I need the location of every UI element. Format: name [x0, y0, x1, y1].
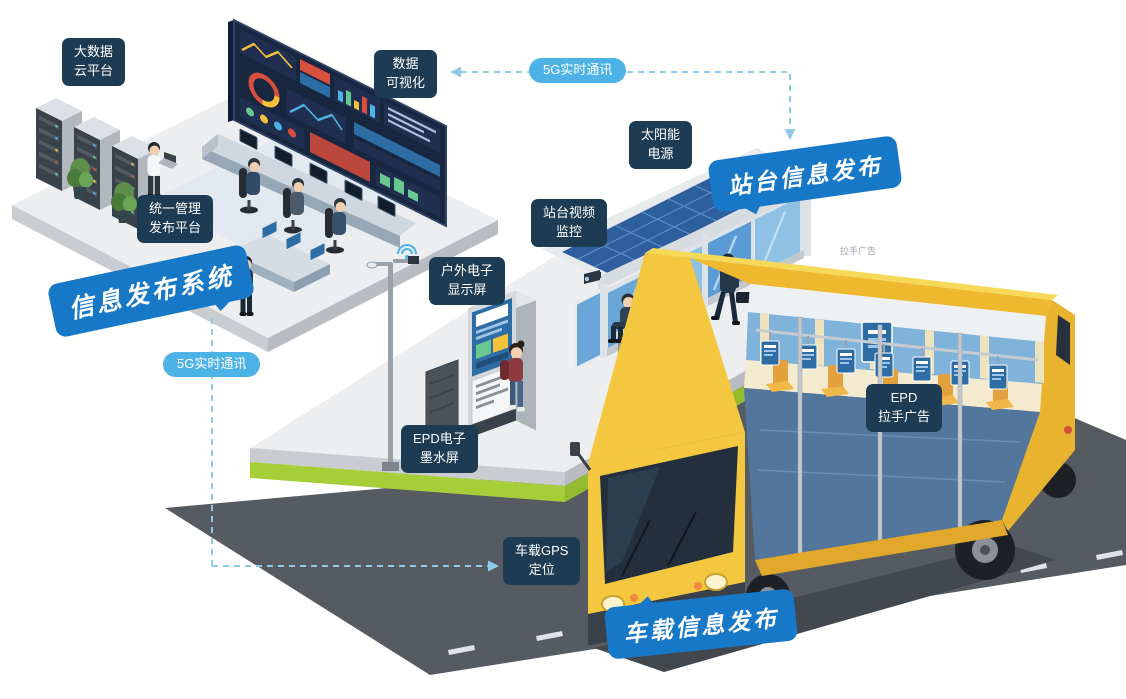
label-outdoor-display: 户外电子 显示屏	[429, 257, 506, 305]
pill-5g-comm-left: 5G实时通讯	[163, 352, 261, 377]
cctv-camera	[584, 270, 601, 284]
bus-roof-band	[645, 253, 1052, 316]
side-mirror	[570, 442, 580, 456]
label-big-data-cloud: 大数据 云平台	[62, 38, 126, 86]
lane-markings	[448, 550, 1123, 655]
connector-top-right	[627, 71, 791, 130]
backpack-woman	[500, 340, 525, 412]
bus-roof-top	[645, 248, 1058, 300]
shelter-end-panel	[575, 288, 605, 370]
backpack	[500, 360, 509, 380]
wifi-icon	[397, 244, 417, 255]
interior-ceiling	[748, 284, 1046, 342]
staff-with-laptop	[147, 142, 178, 198]
connector-arrowheads	[450, 66, 796, 572]
label-data-visualization: 数据 可视化	[374, 50, 438, 98]
briefcase	[736, 292, 751, 303]
rear-window	[1056, 315, 1070, 365]
shelter-post	[702, 233, 708, 307]
headlight	[704, 573, 728, 591]
shelter-post	[804, 182, 811, 256]
operator	[283, 178, 304, 234]
connector-lines	[211, 71, 791, 567]
operator	[325, 198, 346, 254]
console-monitors	[239, 128, 396, 217]
bus-skirt	[755, 520, 1008, 576]
interior-floor	[744, 388, 1040, 560]
label-unified-platform: 统一管理 发布平台	[137, 195, 214, 243]
display-kiosk	[468, 290, 536, 438]
shelter-post	[600, 284, 607, 358]
green-curb	[250, 462, 565, 502]
label-epd-eink: EPD电子 墨水屏	[401, 425, 478, 473]
street-lamp	[366, 244, 419, 471]
hanging-ad-screens	[755, 328, 1039, 390]
tail-light	[1064, 426, 1072, 434]
operators	[239, 158, 346, 254]
operator	[239, 158, 260, 214]
label-epd-handle-ad: EPD 拉手广告	[866, 384, 943, 432]
label-station-cctv: 站台视频 监控	[531, 199, 608, 247]
label-vehicle-gps: 车载GPS 定位	[503, 537, 581, 585]
bus-roof-caption: 拉手广告	[840, 246, 877, 256]
bus-poles	[797, 316, 963, 554]
screen-wall	[228, 18, 447, 228]
pill-5g-comm-top: 5G实时通讯	[529, 58, 627, 83]
plants	[67, 158, 137, 223]
utility-box	[425, 359, 459, 445]
control-room-scene	[12, 18, 498, 352]
label-solar-power: 太阳能 电源	[629, 121, 693, 169]
connector-left	[211, 318, 490, 567]
